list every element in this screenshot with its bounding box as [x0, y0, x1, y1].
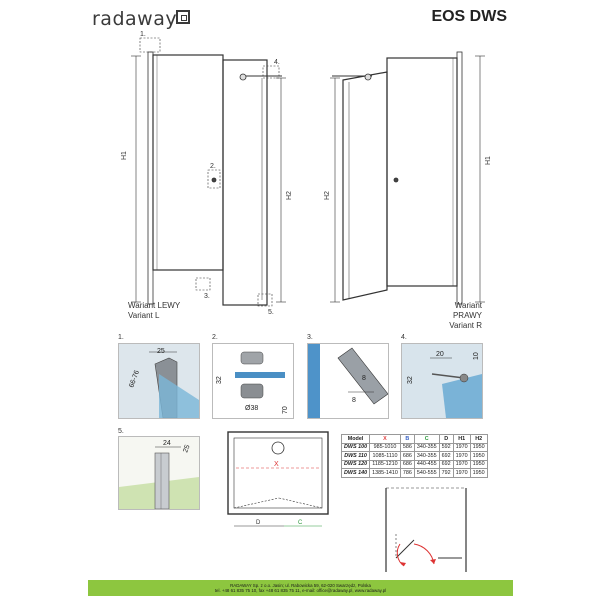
wall-profile-right — [456, 51, 463, 305]
detail-1-number: 1. — [118, 334, 124, 341]
svg-text:10: 10 — [473, 352, 480, 360]
door-panel-left — [222, 59, 268, 306]
door-swing-diagram — [385, 487, 467, 572]
th-model: Model — [340, 434, 371, 444]
plan-c-label: C — [298, 520, 303, 526]
table-row: DWS 100 985-1010 586 340-355 592 1970 19… — [340, 442, 488, 452]
svg-text:20: 20 — [436, 351, 444, 358]
th-h1: H1 — [452, 434, 471, 444]
svg-text:32: 32 — [407, 376, 414, 384]
detail-callout-1: 1. — [140, 31, 146, 38]
variant-left-label: Wariant LEWY Variant L — [128, 301, 181, 320]
detail-5-photo: 24 25 — [118, 436, 200, 510]
detail-2-photo: 32 Ø38 70 — [212, 343, 294, 419]
detail-4-number: 4. — [401, 334, 407, 341]
spec-table-header-row: Model X B C D H1 H2 — [340, 434, 488, 444]
svg-text:32: 32 — [216, 376, 223, 384]
footer-address: RADAWAY Sp. z o.o. Jasin; ul. Rabowicka … — [230, 583, 371, 588]
detail-callout-5: 5. — [268, 309, 274, 316]
svg-text:25: 25 — [182, 444, 191, 454]
footer-bar: RADAWAY Sp. z o.o. Jasin; ul. Rabowicka … — [88, 580, 513, 596]
th-h2: H2 — [469, 434, 488, 444]
footer-contact: tel. +48 61 835 75 10, fax +48 61 835 75… — [214, 588, 387, 594]
svg-text:8: 8 — [362, 375, 366, 382]
h1-label-left: H1 — [121, 151, 128, 160]
th-b: B — [399, 434, 415, 444]
plan-x-label: X — [274, 461, 279, 468]
detail-callout-2: 2. — [210, 163, 216, 170]
plan-d-label: D — [256, 520, 261, 526]
detail-4-photo: 20 10 32 — [401, 343, 483, 419]
svg-text:24: 24 — [163, 440, 171, 447]
brand-logo-text: radaway — [92, 8, 178, 30]
brand-logo-icon — [176, 10, 190, 24]
model-title: EOS DWS — [431, 8, 507, 25]
plan-view-drawing: X D C — [227, 431, 329, 527]
variant-right-label: Wariant PRAWY Variant R — [449, 301, 482, 330]
detail-3-photo: 8 8 — [307, 343, 389, 419]
detail-1-photo: 25 66-76 — [118, 343, 200, 419]
th-x: X — [369, 434, 401, 444]
elevation-drawing: H1 H2 H2 H1 1. 2. 3. 4. 5. — [121, 31, 492, 316]
detail-5-number: 5. — [118, 428, 124, 435]
th-c: C — [413, 434, 440, 444]
th-d: D — [438, 434, 454, 444]
svg-text:70: 70 — [282, 406, 289, 414]
h2-label-left: H2 — [286, 191, 293, 200]
svg-text:8: 8 — [352, 397, 356, 404]
svg-text:25: 25 — [157, 348, 165, 355]
detail-callout-4: 4. — [274, 59, 280, 66]
door-panel-right — [342, 71, 388, 301]
detail-3-number: 3. — [307, 334, 313, 341]
fixed-panel-right — [386, 57, 458, 287]
spec-table-wrap: Model X B C D H1 H2 DWS 100 985-1010 586… — [340, 434, 488, 478]
h1-label-right: H1 — [485, 156, 492, 165]
detail-2-number: 2. — [212, 334, 218, 341]
h2-label-right: H2 — [324, 191, 331, 200]
svg-text:Ø38: Ø38 — [245, 405, 258, 412]
table-row: DWS 110 1085-1110 686 340-355 692 1970 1… — [340, 451, 488, 461]
wall-profile-left — [147, 51, 154, 305]
spec-table: Model X B C D H1 H2 DWS 100 985-1010 586… — [340, 434, 488, 478]
table-row: DWS 120 1185-1210 686 440-455 692 1970 1… — [340, 459, 488, 469]
table-row: DWS 140 1385-1410 786 540-555 792 1970 1… — [340, 468, 488, 478]
detail-callout-3: 3. — [204, 293, 210, 300]
